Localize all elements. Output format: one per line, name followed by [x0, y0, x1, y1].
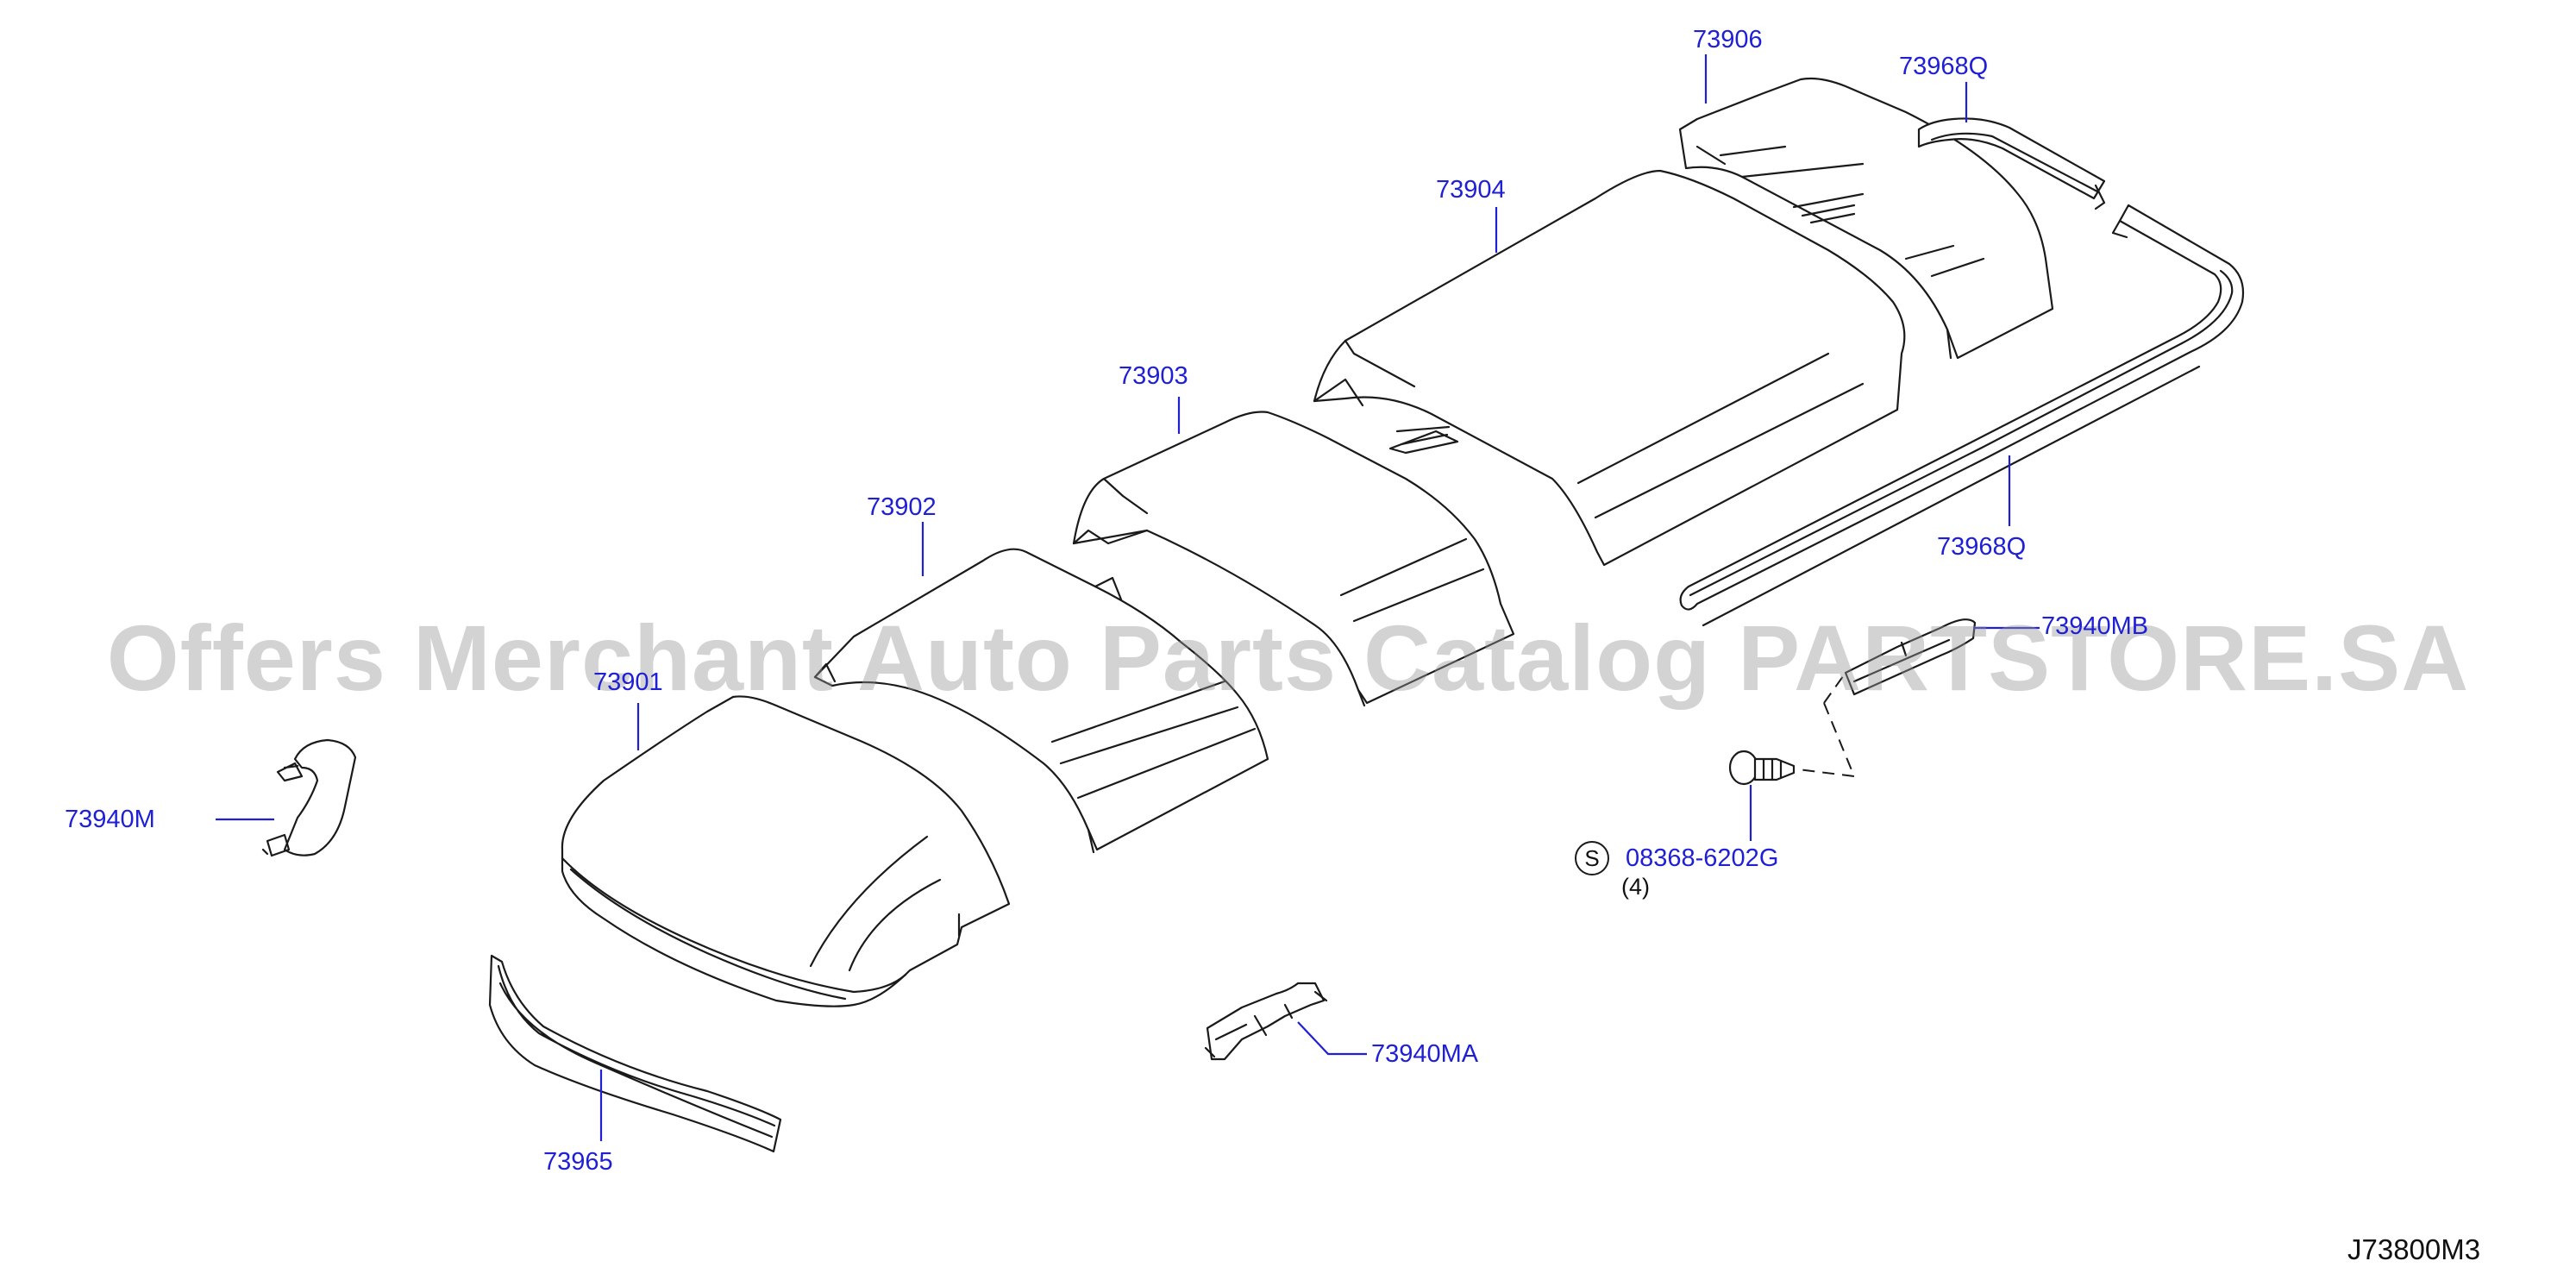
label-08368-6202g[interactable]: 08368-6202G [1626, 844, 1779, 872]
part-73940ma-bracket [1204, 982, 1328, 1061]
part-73906-rear-headlining [1678, 77, 2054, 360]
label-73968q-side[interactable]: 73968Q [1937, 533, 2027, 561]
part-73903-headlining [1072, 411, 1515, 707]
part-73940mb-holder [1844, 618, 1977, 696]
label-73968q-top[interactable]: 73968Q [1899, 53, 1989, 80]
label-73906[interactable]: 73906 [1693, 26, 1763, 53]
leader-lines [216, 54, 2040, 1141]
part-73965-garnish-strip [488, 954, 782, 1153]
label-73940ma[interactable]: 73940MA [1371, 1040, 1479, 1068]
label-73902[interactable]: 73902 [867, 493, 937, 521]
part-73902-headlining [813, 548, 1269, 854]
screw-quantity: (4) [1621, 874, 1650, 900]
watermark: Offers Merchant Auto Parts Catalog PARTS… [106, 605, 2470, 710]
diagram-code: J73800M3 [2347, 1233, 2481, 1265]
part-73904-headlining [1313, 169, 1906, 567]
label-73901[interactable]: 73901 [593, 668, 663, 696]
part-73940m-assist-grip [261, 738, 357, 857]
label-73903[interactable]: 73903 [1119, 362, 1188, 390]
label-73904[interactable]: 73904 [1436, 176, 1506, 204]
assembly-dashed-line [1797, 672, 1856, 778]
label-73940m[interactable]: 73940M [65, 806, 155, 833]
label-73940mb[interactable]: 73940MB [2041, 612, 2149, 640]
screw-symbol: S [1575, 841, 1609, 875]
part-73968q-top-weatherstrip [1917, 117, 2106, 210]
part-73968q-side-weatherstrip [1679, 204, 2245, 627]
part-08368-6202g-screw [1728, 750, 1796, 786]
part-73901-front-headlining [561, 695, 1011, 1007]
label-73965[interactable]: 73965 [543, 1148, 613, 1176]
